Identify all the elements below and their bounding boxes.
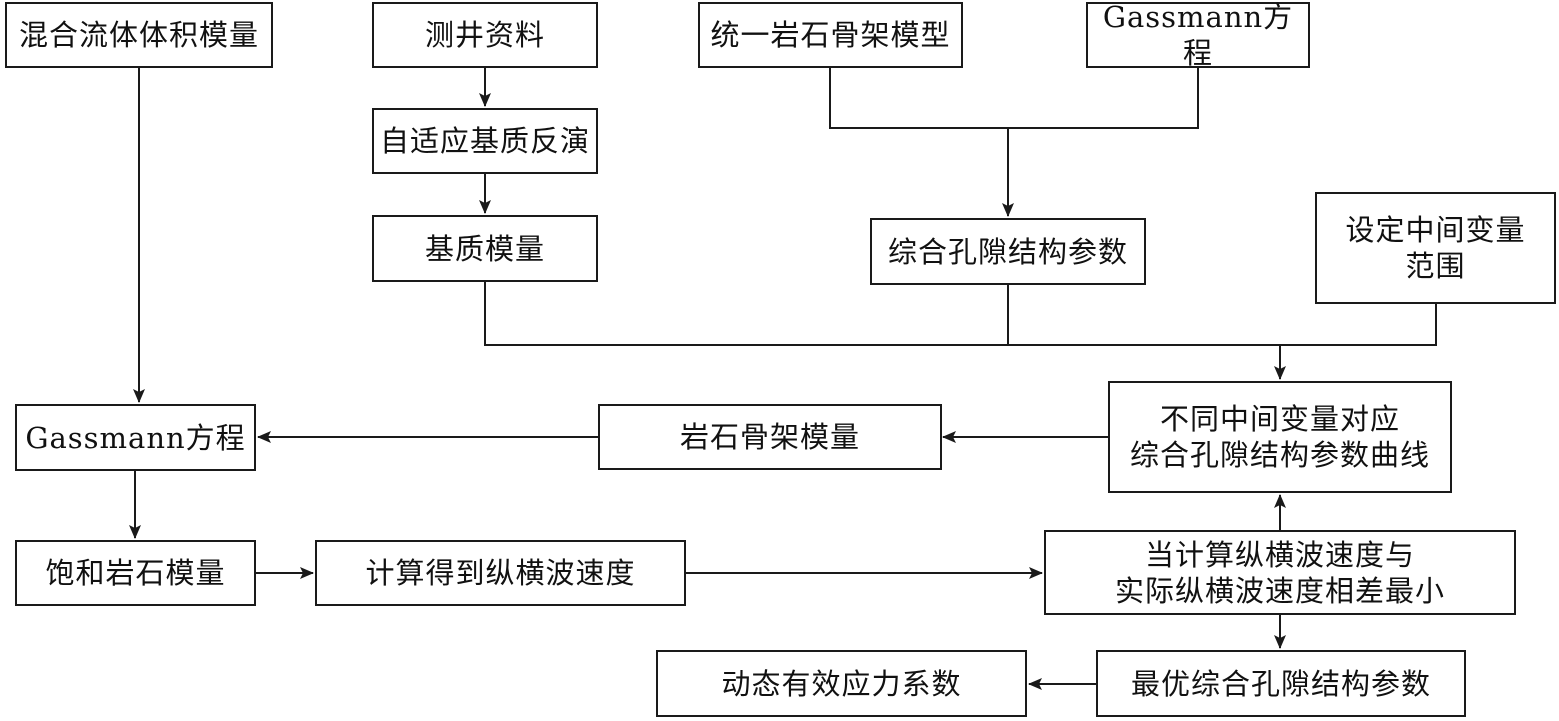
connector-matrix-pore-merge — [484, 282, 1437, 346]
node-pore-structure-parameter: 综合孔隙结构参数 — [870, 218, 1146, 285]
node-optimal-pore-parameter: 最优综合孔隙结构参数 — [1096, 650, 1466, 717]
node-label: 计算得到纵横波速度 — [365, 556, 636, 590]
node-dynamic-stress-coefficient: 动态有效应力系数 — [656, 650, 1027, 717]
node-calculated-velocity: 计算得到纵横波速度 — [315, 540, 686, 606]
node-label: 最优综合孔隙结构参数 — [1130, 666, 1431, 701]
node-minimum-velocity-difference: 当计算纵横波速度与 实际纵横波速度相差最小 — [1044, 530, 1516, 615]
node-label: 混合流体体积模量 — [18, 18, 259, 52]
node-well-log-data: 测井资料 — [372, 2, 598, 68]
node-pore-parameter-curves: 不同中间变量对应 综合孔隙结构参数曲线 — [1108, 381, 1452, 493]
node-mixed-fluid-modulus: 混合流体体积模量 — [5, 2, 273, 68]
node-label: 统一岩石骨架模型 — [710, 18, 951, 52]
node-label: 测井资料 — [424, 18, 545, 52]
node-label: 设定中间变量 范围 — [1345, 213, 1526, 283]
node-label: Gassmann方程 — [25, 420, 246, 455]
node-gassmann-equation-top: Gassmann方程 — [1086, 0, 1310, 70]
node-label: 饱和岩石模量 — [45, 556, 226, 590]
node-unified-rock-frame-model: 统一岩石骨架模型 — [698, 2, 963, 68]
node-matrix-modulus: 基质模量 — [372, 215, 598, 282]
node-label: 动态有效应力系数 — [721, 666, 962, 701]
node-set-intermediate-range: 设定中间变量 范围 — [1315, 192, 1556, 304]
node-label: 自适应基质反演 — [379, 124, 590, 158]
node-label: 岩石骨架模量 — [679, 420, 860, 454]
node-label: 当计算纵横波速度与 实际纵横波速度相差最小 — [1114, 537, 1445, 608]
node-label: 综合孔隙结构参数 — [887, 234, 1128, 269]
connector-frame-gassmann-merge — [829, 68, 1199, 129]
node-label: 基质模量 — [424, 231, 545, 266]
node-label: 不同中间变量对应 综合孔隙结构参数曲线 — [1129, 402, 1430, 472]
node-label: Gassmann方程 — [1102, 0, 1294, 70]
node-saturated-rock-modulus: 饱和岩石模量 — [15, 540, 256, 606]
node-gassmann-equation-left: Gassmann方程 — [15, 404, 256, 471]
node-adaptive-matrix-inversion: 自适应基质反演 — [372, 108, 598, 174]
node-rock-frame-modulus: 岩石骨架模量 — [598, 404, 942, 470]
